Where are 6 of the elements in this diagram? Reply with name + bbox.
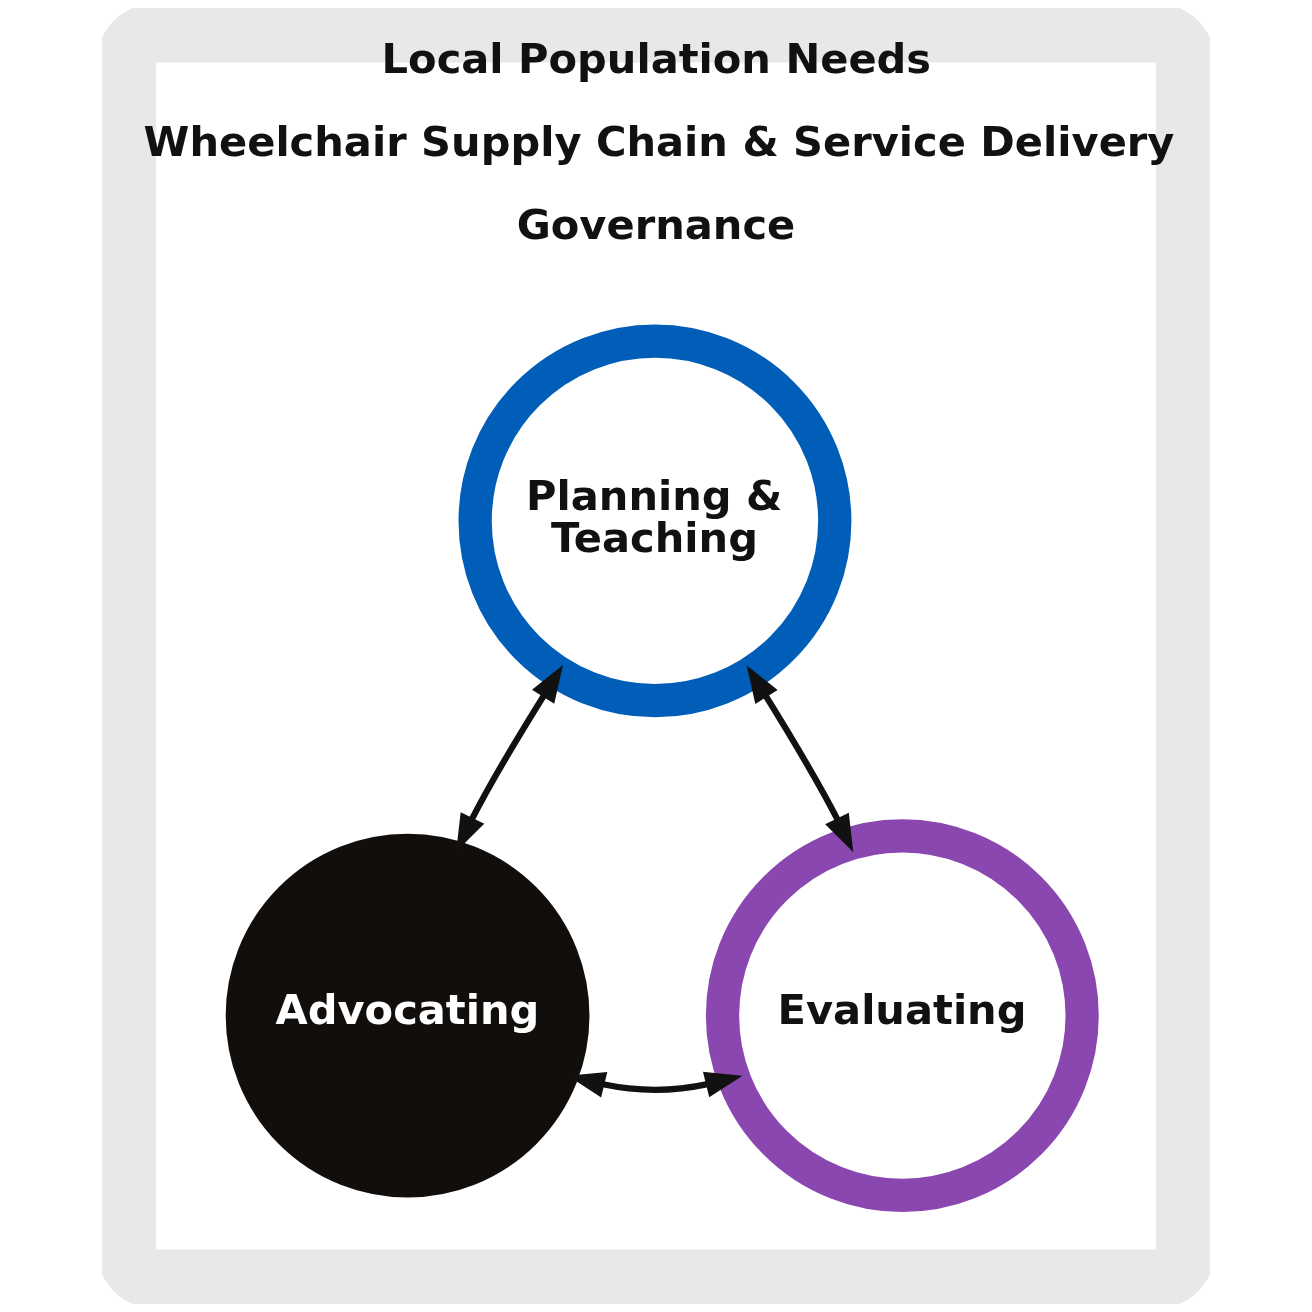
arrow <box>456 664 564 852</box>
arrow <box>567 1071 743 1098</box>
node-circle: Planning & Teaching <box>458 324 852 718</box>
node-circle: Evaluating <box>705 819 1099 1213</box>
node-circle: Advocating <box>225 833 590 1198</box>
arrow <box>746 665 854 853</box>
